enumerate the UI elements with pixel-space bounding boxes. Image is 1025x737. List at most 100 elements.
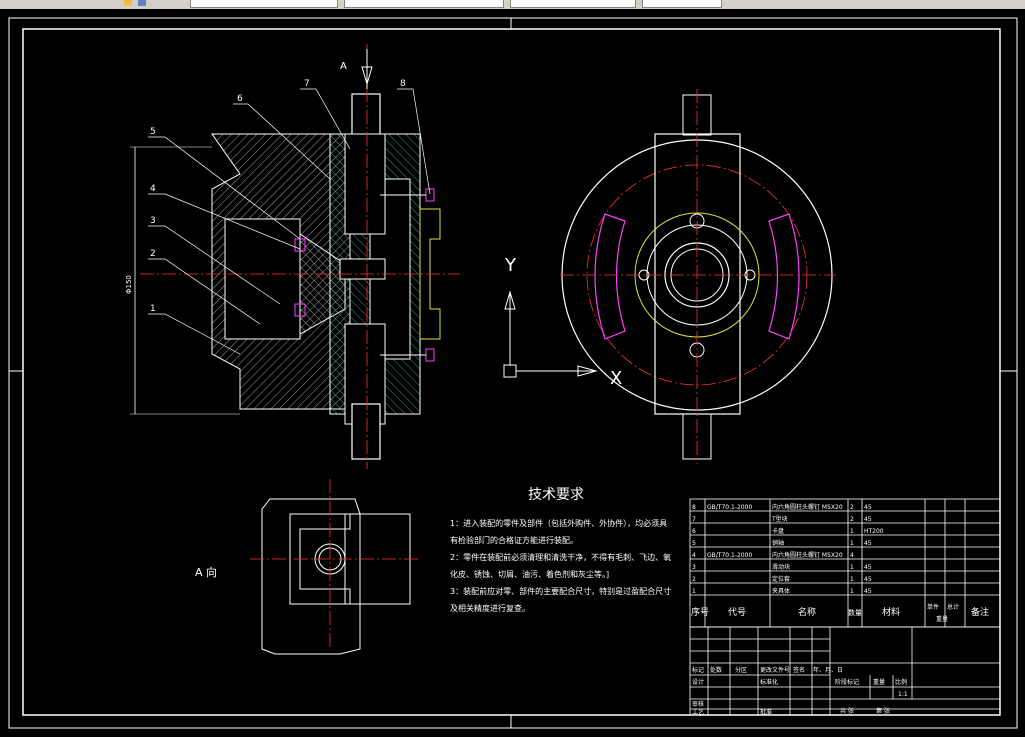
- bom-cell-mat: 45: [864, 588, 872, 595]
- bom-h-no: 序号: [691, 606, 709, 618]
- bom-h-weight: 重量: [936, 615, 948, 623]
- tech-req-line-3: 2：零件在装配前必须清理和清洗干净，不得有毛刺、飞边、氧: [450, 552, 671, 562]
- balloon-3: 3: [150, 216, 156, 226]
- tb-craft: 工艺: [692, 708, 704, 716]
- bom-h-unit: 单件: [927, 603, 939, 611]
- tb-date: 年、月、日: [813, 666, 843, 674]
- toolbar-icons[interactable]: [120, 0, 180, 8]
- tech-req-line-4: 化皮、锈蚀、切屑、油污、着色剂和灰尘等。]: [450, 569, 609, 579]
- screw-right-top: [425, 188, 435, 202]
- bom-cell-qty: 4: [850, 552, 854, 559]
- bom-cell-qty: 2: [850, 516, 854, 523]
- diameter-dim: Φ150: [125, 275, 133, 294]
- bom-cell-qty: 1: [850, 528, 854, 535]
- bom-table: [689, 498, 1001, 628]
- bom-cell-name: 定位套: [772, 575, 790, 583]
- shaft-bottom: [351, 403, 381, 460]
- tb-count: 处数: [710, 666, 722, 674]
- outer-border: [8, 17, 1018, 729]
- bom-cell-mat: 45: [864, 576, 872, 583]
- tb-std: 标准化: [760, 678, 778, 686]
- bom-cell-mat: 45: [864, 540, 872, 547]
- ucs-icon: [503, 290, 598, 378]
- a-view-t-slot: [289, 513, 351, 605]
- bom-cell-name: 夹具体: [772, 587, 790, 595]
- tb-sheet: 第 张: [876, 707, 890, 715]
- view-label-a: A: [340, 61, 347, 72]
- screw-right-bottom: [425, 348, 435, 362]
- bom-cell-name: T型块: [771, 515, 788, 523]
- bom-header: 序号 代号 名称 数量 材料 单件 总计 重量 备注: [691, 603, 989, 623]
- slot-right: [768, 213, 800, 340]
- bom-cell-no: 7: [692, 516, 696, 523]
- slot-left: [594, 213, 626, 340]
- bom-h-mat: 材料: [882, 606, 900, 618]
- drawing-canvas[interactable]: Φ150 A 1 2 3 4 5 6 7 8: [0, 9, 1025, 737]
- bom-h-total: 总计: [947, 603, 959, 611]
- balloon-6: 6: [237, 94, 243, 104]
- bom-cell-mat: 45: [864, 504, 872, 511]
- section-view[interactable]: Φ150 A: [125, 44, 460, 469]
- tb-review: 审核: [692, 700, 704, 708]
- tb-approve: 批准: [760, 708, 772, 716]
- t-block: [419, 208, 441, 340]
- bom-h-name: 名称: [798, 606, 816, 618]
- balloon-labels: 1 2 3 4 5 6 7 8: [150, 79, 406, 314]
- title-block: [689, 626, 1001, 716]
- tb-change: 更改文件号: [760, 666, 790, 674]
- tb-design: 设计: [692, 678, 704, 686]
- linetype-dropdown[interactable]: [510, 0, 636, 8]
- front-view[interactable]: [560, 89, 836, 464]
- lineweight-dropdown[interactable]: [642, 0, 722, 8]
- bom-cell-code: GB/T70.1-2000: [707, 504, 752, 511]
- tb-scale-value: 1:1: [898, 691, 908, 698]
- tech-req-line-6: 及相关精度进行复查。: [450, 603, 530, 613]
- cube-icon[interactable]: [138, 0, 147, 6]
- bom-cell-no: 1: [692, 588, 696, 595]
- axis-y-label: Y: [504, 255, 517, 276]
- tb-mark: 标记: [692, 666, 704, 674]
- tb-stage: 阶段标记: [835, 678, 859, 686]
- bom-cell-no: 4: [692, 552, 696, 559]
- balloon-1: 1: [150, 304, 156, 314]
- tech-req-title: 技术要求: [528, 487, 584, 503]
- bom-cell-no: 2: [692, 576, 696, 583]
- tb-sheet-total: 共 张: [840, 707, 854, 715]
- layer-icon[interactable]: [124, 0, 132, 6]
- balloon-4: 4: [150, 184, 156, 194]
- bom-cell-name: 内六角圆柱头螺钉 M5X20: [772, 551, 843, 559]
- tech-req-line-5: 3：装配前应对零、部件的主要配合尺寸，特别是过盈配合尺寸: [450, 586, 671, 596]
- color-dropdown[interactable]: [344, 0, 504, 8]
- bom-cell-no: 8: [692, 504, 696, 511]
- bom-cell-code: GB/T70.1-2000: [707, 552, 752, 559]
- tb-zone: 分区: [735, 666, 747, 674]
- balloon-2: 2: [150, 249, 156, 259]
- balloon-7: 7: [304, 79, 310, 89]
- a-view-title: A 向: [195, 565, 217, 579]
- bom-cell-name: 卡盘: [772, 527, 784, 535]
- bom-cell-qty: 1: [850, 564, 854, 571]
- inner-cavity: [224, 218, 301, 340]
- pin: [339, 258, 386, 280]
- chuck-rect: [654, 133, 741, 415]
- bom-cell-mat: 45: [864, 564, 872, 571]
- axis-x-label: X: [610, 368, 622, 389]
- bom-h-code: 代号: [728, 607, 746, 618]
- bom-cell-mat: 45: [864, 516, 872, 523]
- bom-cell-name: 销轴: [772, 539, 784, 547]
- a-view-outline: [261, 498, 361, 655]
- tb-scale: 比例: [895, 678, 907, 686]
- tb-sign: 签名: [793, 666, 805, 674]
- screw-bottom: [294, 303, 306, 317]
- bom-cell-qty: 1: [850, 576, 854, 583]
- bom-h-qty: 数量: [848, 608, 862, 617]
- layer-dropdown[interactable]: [190, 0, 338, 8]
- bom-cell-qty: 1: [850, 540, 854, 547]
- balloon-8: 8: [400, 79, 406, 89]
- bom-cell-name: 内六角圆柱头螺钉 M5X20: [772, 503, 843, 511]
- bom-cell-no: 5: [692, 540, 696, 547]
- a-view[interactable]: [250, 479, 420, 655]
- bom-h-note: 备注: [971, 606, 989, 618]
- bom-cell-name: 滑动块: [772, 563, 790, 571]
